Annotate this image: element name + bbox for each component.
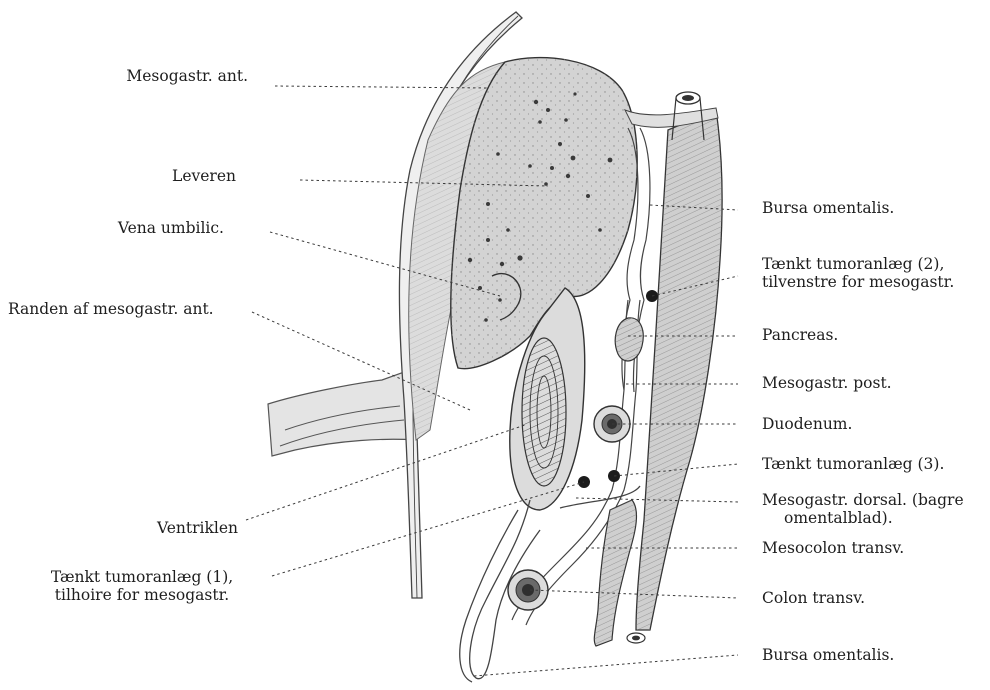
- label-tumor-1: Tænkt tumoranlæg (1), tilhoire for mesog…: [22, 568, 262, 604]
- label-vena-umbilic: Vena umbilic.: [40, 219, 224, 237]
- label-tumor-2-line1: Tænkt tumoranlæg (2),: [762, 255, 954, 273]
- label-mesogastr-post: Mesogastr. post.: [762, 374, 892, 392]
- label-tumor-3: Tænkt tumoranlæg (3).: [762, 455, 944, 473]
- label-tumor-2: Tænkt tumoranlæg (2), tilvenstre for mes…: [762, 255, 954, 291]
- label-colon: Colon transv.: [762, 589, 865, 607]
- label-tumor-2-line2: tilvenstre for mesogastr.: [762, 273, 954, 291]
- pancreas: [615, 318, 643, 361]
- label-mesocolon: Mesocolon transv.: [762, 539, 904, 557]
- label-ventriklen: Ventriklen: [60, 519, 238, 537]
- label-mesogastr-ant: Mesogastr. ant.: [60, 67, 248, 85]
- label-mesogastr-dorsal: Mesogastr. dorsal. (bagre omentalblad).: [762, 491, 964, 527]
- label-leveren: Leveren: [60, 167, 236, 185]
- label-randen-mesogastr-ant: Randen af mesogastr. ant.: [8, 300, 214, 318]
- label-bursa-omentalis-bottom: Bursa omentalis.: [762, 646, 894, 664]
- label-tumor-1-line2: tilhoire for mesogastr.: [22, 586, 262, 604]
- label-bursa-omentalis-top: Bursa omentalis.: [762, 199, 894, 217]
- label-mesogastr-dorsal-line2: omentalblad).: [762, 509, 964, 527]
- label-mesogastr-dorsal-line1: Mesogastr. dorsal. (bagre: [762, 491, 964, 509]
- body-wall-left: [268, 372, 416, 456]
- label-tumor-1-line1: Tænkt tumoranlæg (1),: [22, 568, 262, 586]
- label-duodenum: Duodenum.: [762, 415, 852, 433]
- posterior-wall: [625, 92, 722, 630]
- label-pancreas: Pancreas.: [762, 326, 838, 344]
